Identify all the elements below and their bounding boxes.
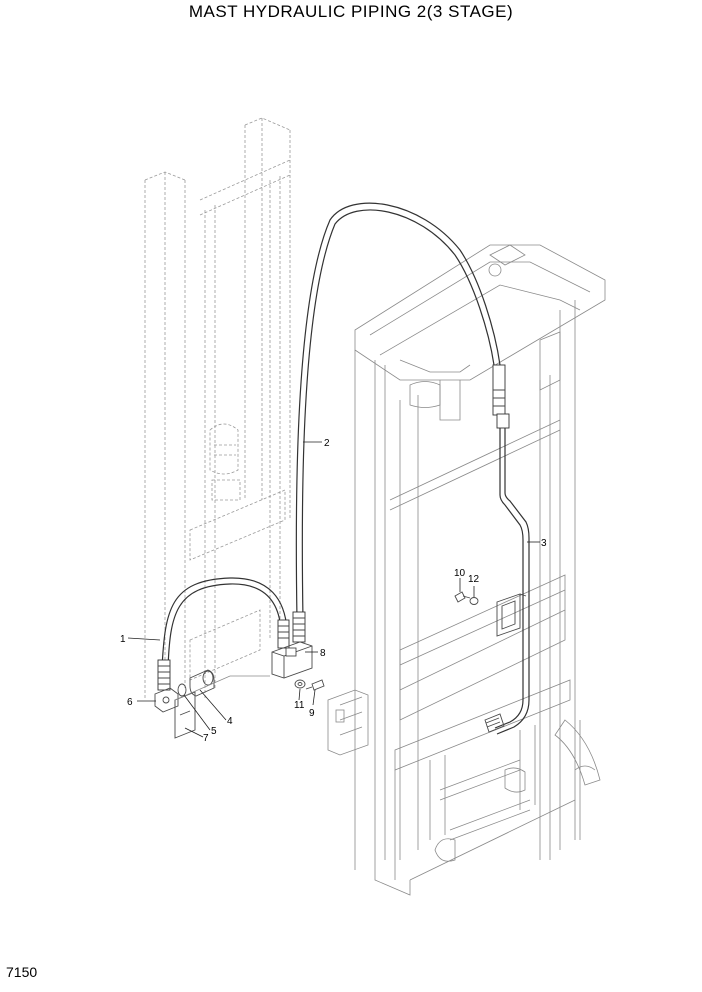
leader-lines	[127, 441, 540, 738]
chain-anchor-block	[327, 689, 369, 756]
hose-1	[157, 577, 290, 691]
callout-12: 12	[468, 574, 480, 585]
callout-7: 7	[203, 733, 209, 744]
left-mast-outline	[144, 117, 291, 700]
callout-9: 9	[309, 708, 315, 719]
callout-11: 11	[294, 700, 305, 711]
fitting-group	[154, 641, 325, 739]
callout-8: 8	[320, 648, 326, 659]
pipe-clamp	[496, 593, 527, 637]
callout-numbers: 1 2 3 4 5 6 7 8 9 10 11 12	[120, 438, 547, 744]
callout-5: 5	[211, 726, 217, 737]
pipe-3	[484, 413, 530, 735]
page-number: 7150	[6, 964, 38, 980]
callout-3: 3	[541, 538, 547, 549]
callout-1: 1	[120, 634, 126, 645]
callout-6: 6	[127, 697, 133, 708]
callout-2: 2	[324, 438, 330, 449]
callout-4: 4	[227, 716, 233, 727]
page-title: MAST HYDRAULIC PIPING 2(3 STAGE)	[188, 2, 514, 21]
hose-2	[292, 202, 506, 643]
clamp-hardware	[454, 591, 479, 605]
right-mast	[354, 244, 606, 896]
callout-10: 10	[454, 568, 466, 579]
